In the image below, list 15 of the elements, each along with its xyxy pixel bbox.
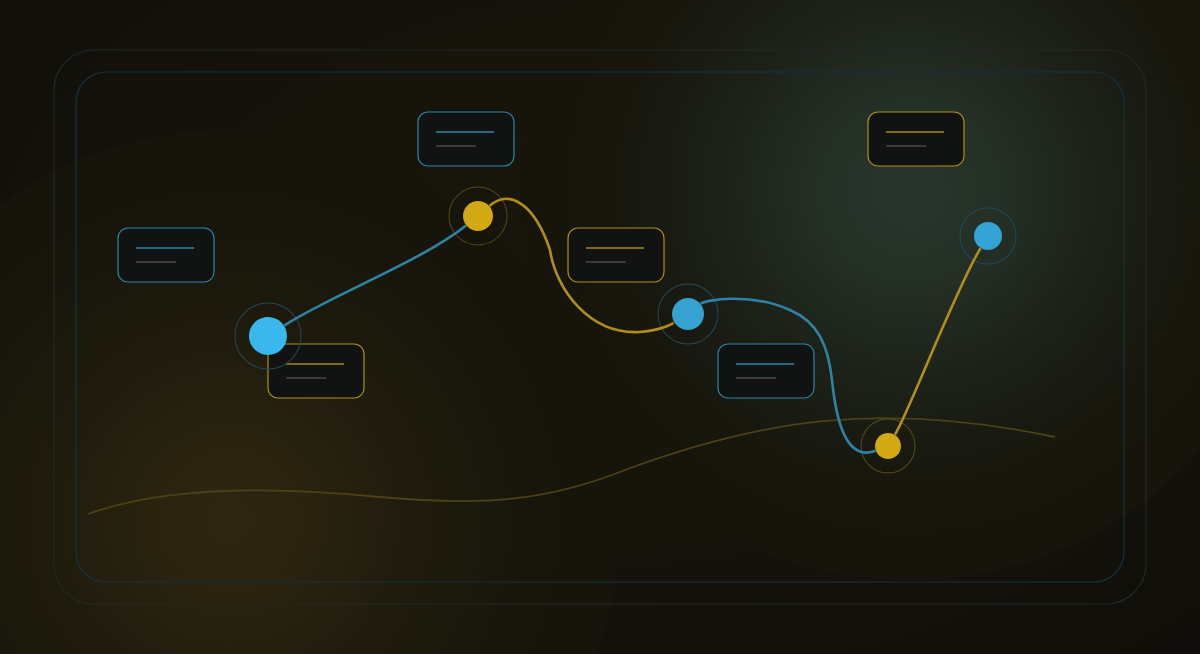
card [267,343,365,399]
card [417,111,515,167]
connector-line [699,297,876,454]
marker-dot [448,186,508,246]
connector-line [488,197,675,334]
marker-dot [860,418,916,474]
card [567,227,665,283]
card [117,227,215,283]
marker-dot [657,283,719,345]
marker-dot [234,302,302,370]
connector-line [283,224,467,327]
card [867,111,965,167]
marker-dot [959,207,1017,265]
card [717,343,815,399]
connector-line [893,247,982,436]
